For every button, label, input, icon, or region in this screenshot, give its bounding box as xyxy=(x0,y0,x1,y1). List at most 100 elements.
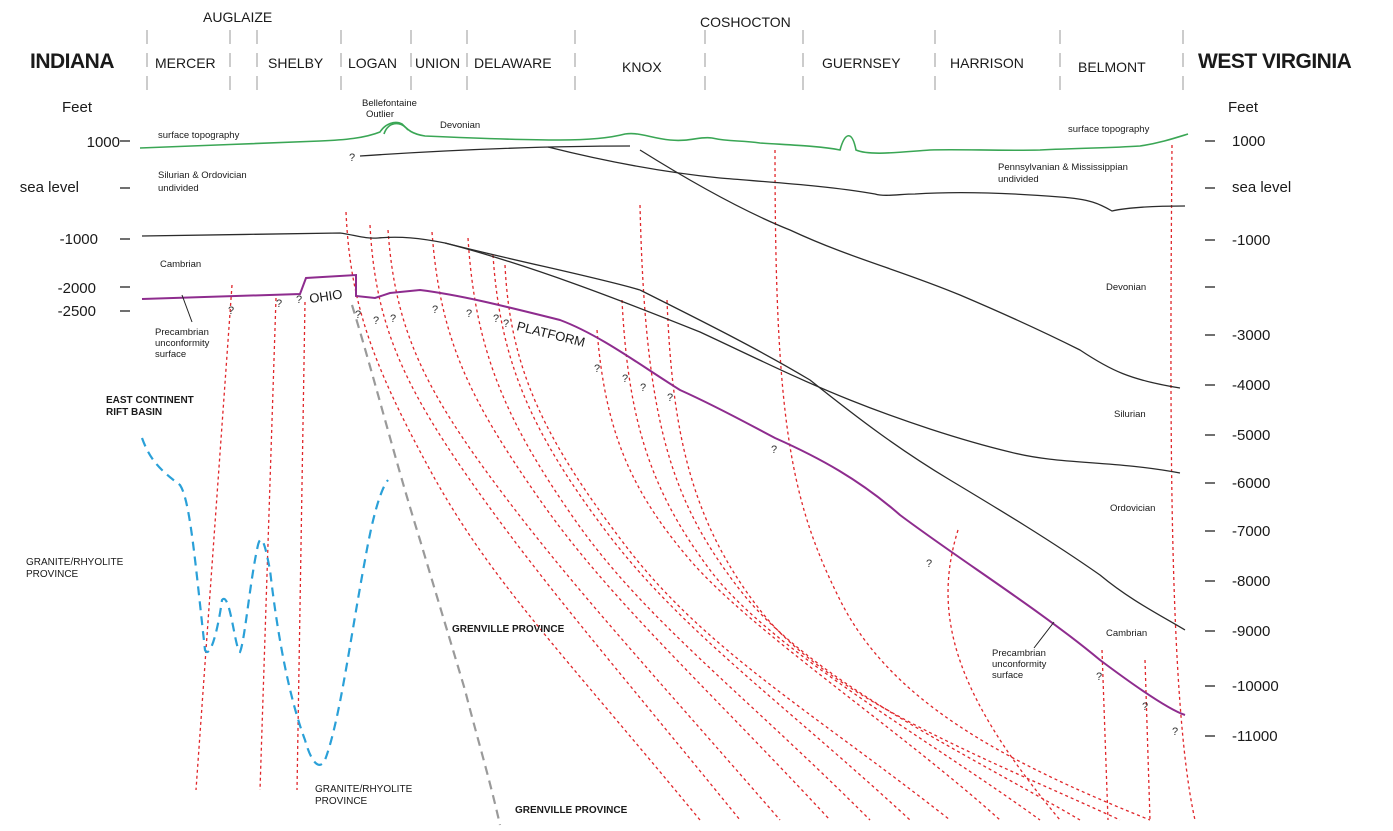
question-mark: ? xyxy=(503,318,509,330)
right-depth-axis: Feet 1000 sea level -1000 -3000 -4000 -5… xyxy=(1205,99,1291,745)
state-label-west-virginia: WEST VIRGINIA xyxy=(1198,50,1352,73)
question-mark: ? xyxy=(390,313,396,325)
left-axis-unit-label: Feet xyxy=(62,99,93,116)
silurian-right-label: Silurian xyxy=(1114,409,1146,420)
question-mark: ? xyxy=(373,315,379,327)
county-label-belmont: BELMONT xyxy=(1078,59,1146,75)
question-mark: ? xyxy=(594,363,600,375)
horizon-cambrian-top-left xyxy=(141,232,641,291)
fault-line xyxy=(467,237,871,821)
ordovician-right-label: Ordovician xyxy=(1110,503,1155,514)
horizon-devonian-silurian xyxy=(639,149,1181,389)
question-mark: ? xyxy=(1172,726,1178,738)
precambrian-right-leader xyxy=(1033,621,1055,649)
fault-lines xyxy=(195,144,1196,821)
grenville-province-mid-label: GRENVILLE PROVINCE xyxy=(452,624,565,635)
question-mark: ? xyxy=(771,444,777,456)
right-tick-label: -4000 xyxy=(1232,377,1270,394)
right-tick-label: sea level xyxy=(1232,179,1291,196)
granite-rhyolite-bottom-label: PROVINCE xyxy=(315,796,368,807)
right-axis-unit-label: Feet xyxy=(1228,99,1259,116)
horizon-devonian-base xyxy=(359,145,631,157)
platform-label: PLATFORM xyxy=(515,318,586,349)
fault-line xyxy=(1144,659,1151,821)
county-dividers xyxy=(146,30,1184,98)
bellefontaine-outlier-label: Outlier xyxy=(366,109,394,120)
uncertainty-marks: ? ? ? ? ? ? ? ? ? ? ? ? ? ? ? ? ? ? ? ? xyxy=(228,152,1178,738)
fault-line xyxy=(259,297,277,791)
fault-line xyxy=(666,299,1121,821)
granite-rhyolite-left-label: PROVINCE xyxy=(26,569,79,580)
question-mark: ? xyxy=(296,294,302,306)
question-mark: ? xyxy=(432,304,438,316)
surface-topography-label: surface topography xyxy=(158,130,240,141)
fault-line xyxy=(1101,649,1109,821)
right-tick-label: -1000 xyxy=(1232,232,1270,249)
horizon-silurian-ordovician xyxy=(444,242,1181,474)
stratigraphic-horizons xyxy=(141,145,1186,631)
cambrian-right-label: Cambrian xyxy=(1106,628,1147,639)
horizon-penn-miss xyxy=(547,146,1186,212)
rift-basin-label: RIFT BASIN xyxy=(106,407,162,418)
silurian-ordovician-label: Silurian & Ordovician xyxy=(158,170,247,181)
right-tick-label: -3000 xyxy=(1232,327,1270,344)
question-mark: ? xyxy=(355,309,361,321)
fault-line xyxy=(387,229,781,821)
county-label-union: UNION xyxy=(415,55,460,71)
bellefontaine-outlier-mound xyxy=(383,122,409,135)
surface-topography-line xyxy=(139,121,1189,154)
fault-line xyxy=(369,224,741,821)
left-tick-label: -2000 xyxy=(58,280,96,297)
fault-line xyxy=(639,204,1081,821)
cambrian-left-label: Cambrian xyxy=(160,259,201,270)
county-label-delaware: DELAWARE xyxy=(474,55,552,71)
left-tick-label: 1000 xyxy=(87,134,120,151)
question-mark: ? xyxy=(1142,701,1148,713)
precambrian-right-label: unconformity xyxy=(992,659,1047,670)
silurian-ordovician-label: undivided xyxy=(158,183,199,194)
penn-miss-label: Pennsylvanian & Mississippian xyxy=(998,162,1128,173)
fault-line xyxy=(947,529,1061,821)
fault-line xyxy=(431,231,831,821)
horizon-ordovician-cambrian xyxy=(639,289,1186,631)
right-tick-label: -11000 xyxy=(1232,728,1278,745)
question-mark: ? xyxy=(349,152,355,164)
devonian-top-label: Devonian xyxy=(440,120,480,131)
precambrian-unconformity-surface xyxy=(141,273,1186,716)
left-tick-label: -1000 xyxy=(60,231,98,248)
fault-line xyxy=(596,329,1001,821)
question-mark: ? xyxy=(622,373,628,385)
right-tick-label: 1000 xyxy=(1232,133,1265,150)
right-tick-label: -5000 xyxy=(1232,427,1270,444)
right-tick-label: -7000 xyxy=(1232,523,1270,540)
bellefontaine-outlier-label: Bellefontaine xyxy=(362,98,417,109)
right-tick-label: -9000 xyxy=(1232,623,1270,640)
question-mark: ? xyxy=(640,382,646,394)
county-label-coshocton: COSHOCTON xyxy=(700,14,791,30)
left-depth-axis: Feet 1000 sea level -1000 -2000 -2500 xyxy=(20,99,130,320)
question-mark: ? xyxy=(228,305,234,317)
surface-topography-label-right: surface topography xyxy=(1068,124,1150,135)
fault-line xyxy=(621,299,1041,821)
question-mark: ? xyxy=(466,308,472,320)
precambrian-right-label: surface xyxy=(992,670,1023,681)
precambrian-right-label: Precambrian xyxy=(992,648,1046,659)
devonian-right-label: Devonian xyxy=(1106,282,1146,293)
rift-basin-boundary xyxy=(140,437,389,766)
county-label-mercer: MERCER xyxy=(155,55,216,71)
ohio-platform-label: OHIO xyxy=(308,286,343,305)
fault-line xyxy=(504,264,951,821)
precambrian-left-leader xyxy=(181,294,193,323)
county-label-knox: KNOX xyxy=(622,59,662,75)
precambrian-left-label: Precambrian xyxy=(155,327,209,338)
question-mark: ? xyxy=(926,558,932,570)
left-tick-label: sea level xyxy=(20,179,79,196)
question-mark: ? xyxy=(667,392,673,404)
grenville-province-bottom-label: GRENVILLE PROVINCE xyxy=(515,805,628,816)
county-label-logan: LOGAN xyxy=(348,55,397,71)
precambrian-left-label: surface xyxy=(155,349,186,360)
fault-line xyxy=(195,284,233,791)
fault-line xyxy=(1170,144,1196,821)
fault-line xyxy=(296,301,306,791)
